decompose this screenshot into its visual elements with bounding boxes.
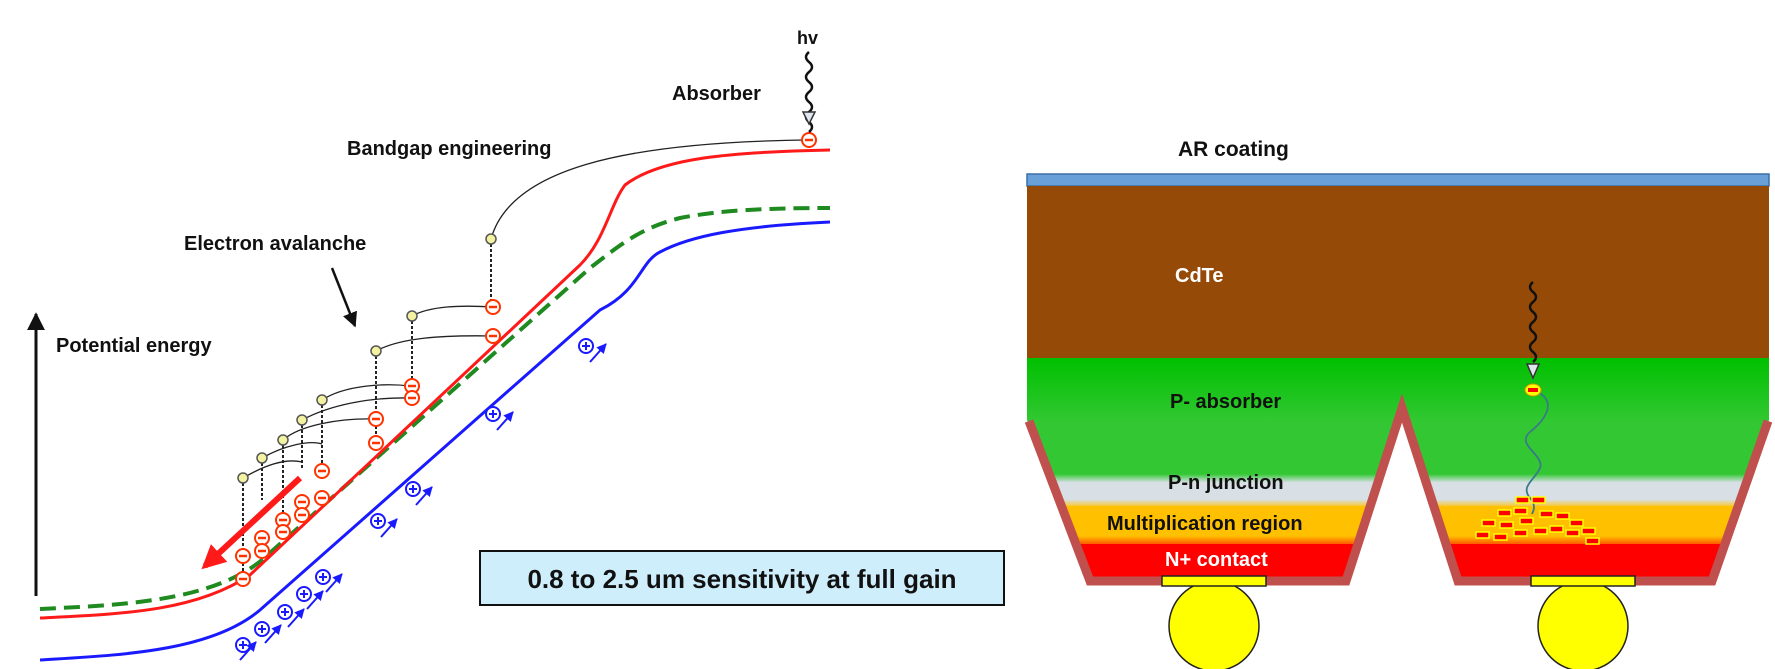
p-absorber-label: P- absorber bbox=[1170, 391, 1281, 413]
hole-drift-arrows bbox=[239, 343, 607, 661]
hole-icon bbox=[254, 621, 270, 637]
electron-icon bbox=[235, 571, 251, 587]
electron-icon bbox=[275, 512, 291, 528]
cdte-label: CdTe bbox=[1175, 265, 1224, 287]
hole-drift-arrow bbox=[264, 624, 282, 644]
photon-label: hv bbox=[797, 28, 818, 48]
electron-icon bbox=[235, 548, 251, 564]
n-contact-label: N+ contact bbox=[1165, 549, 1268, 571]
hole-icon bbox=[578, 338, 594, 354]
photon-arrowhead-device bbox=[1525, 363, 1541, 380]
ar-coating-label: AR coating bbox=[1178, 138, 1289, 161]
electron-dot bbox=[1524, 383, 1542, 397]
hole-drift-arrow bbox=[415, 486, 433, 506]
band-diagram: Potential energy bbox=[27, 28, 831, 662]
indium-bump-left bbox=[1161, 575, 1267, 669]
hole-drift-arrow bbox=[380, 518, 398, 538]
avalanche-pointer-arrow bbox=[330, 267, 357, 328]
electron-icon bbox=[294, 494, 310, 510]
potential-energy-label: Potential energy bbox=[56, 335, 212, 357]
hole-icon bbox=[277, 604, 293, 620]
electron-icon bbox=[254, 530, 270, 546]
hole-drift-arrow bbox=[325, 573, 343, 593]
photon-wave-device bbox=[1528, 281, 1538, 363]
trap-state-dot bbox=[485, 233, 497, 245]
hole-drift-arrow bbox=[496, 411, 514, 431]
pn-junction-label: P-n junction bbox=[1168, 472, 1284, 494]
trap-state-dot bbox=[406, 310, 418, 322]
cdte-layer bbox=[1027, 186, 1769, 358]
trap-state-dot bbox=[370, 345, 382, 357]
electron-icon bbox=[314, 463, 330, 479]
conduction-band-line bbox=[39, 148, 831, 620]
trap-state-dot bbox=[277, 434, 289, 446]
electron-icon bbox=[314, 490, 330, 506]
electron-avalanche-label: Electron avalanche bbox=[184, 233, 366, 255]
trap-state-dot bbox=[237, 472, 249, 484]
electron-icon bbox=[485, 299, 501, 315]
electron-icon bbox=[404, 390, 420, 406]
hole-icon bbox=[315, 569, 331, 585]
electron-icon bbox=[801, 132, 817, 148]
hole-drift-arrow bbox=[239, 641, 257, 661]
sensitivity-callout: 0.8 to 2.5 um sensitivity at full gain bbox=[479, 550, 1005, 606]
avalanche-electrons bbox=[1475, 496, 1600, 545]
valence-band-line bbox=[39, 220, 831, 662]
electron-icon bbox=[485, 328, 501, 344]
electron-icon bbox=[294, 507, 310, 523]
bandgap-engineering-label: Bandgap engineering bbox=[347, 138, 551, 160]
fermi-level-dashed-line bbox=[39, 206, 831, 611]
trap-state-dot bbox=[256, 452, 268, 464]
trap-state-dot bbox=[316, 394, 328, 406]
trap-state-curves bbox=[242, 139, 811, 479]
absorber-label: Absorber bbox=[672, 83, 761, 105]
mesa-mask-center bbox=[1350, 405, 1458, 578]
hole-icon bbox=[485, 406, 501, 422]
holes bbox=[235, 338, 594, 653]
photon-arrowhead bbox=[801, 111, 817, 126]
ar-coating-layer bbox=[1026, 173, 1770, 187]
electron-icon bbox=[368, 411, 384, 427]
indium-bump-right bbox=[1530, 575, 1636, 669]
trap-state-dots bbox=[237, 233, 497, 484]
trench-walls bbox=[1024, 393, 1773, 586]
hole-drift-arrow bbox=[306, 590, 324, 610]
electron-icon bbox=[368, 435, 384, 451]
electron-icon bbox=[275, 524, 291, 540]
electrons bbox=[235, 132, 817, 587]
electron-drift-arrow bbox=[201, 475, 303, 570]
mesa-mask-bottom bbox=[1027, 578, 1769, 588]
multiplication-region-label: Multiplication region bbox=[1107, 513, 1303, 535]
hole-icon bbox=[296, 586, 312, 602]
device-cross-section: AR coating CdTe P- absorber P-n junction… bbox=[1024, 138, 1773, 669]
hole-drift-arrow bbox=[589, 343, 607, 363]
electron-icon bbox=[254, 543, 270, 559]
hole-icon bbox=[370, 513, 386, 529]
hole-drift-arrow bbox=[287, 608, 305, 628]
hole-icon bbox=[405, 481, 421, 497]
sensitivity-text: 0.8 to 2.5 um sensitivity at full gain bbox=[527, 564, 956, 594]
trap-state-dot bbox=[296, 414, 308, 426]
